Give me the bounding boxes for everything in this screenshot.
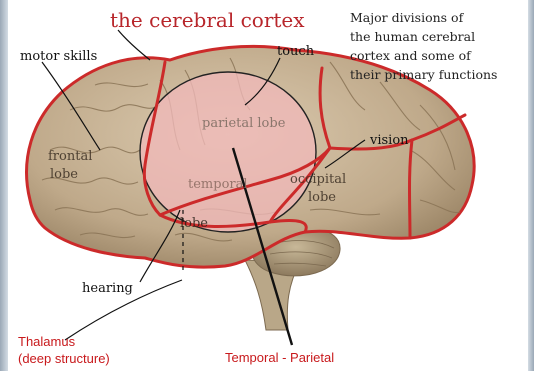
label-parietal: parietal lobe bbox=[202, 116, 286, 131]
caption: Major divisions of the human cerebral co… bbox=[350, 10, 497, 82]
label-touch: touch bbox=[277, 44, 315, 59]
label-vision: vision bbox=[369, 133, 409, 148]
label-occipital-line-2: lobe bbox=[308, 190, 336, 205]
label-temporal-lobe: lobe bbox=[180, 216, 208, 231]
diagram-title: the cerebral cortex bbox=[110, 8, 305, 32]
caption-line-1: Major divisions of bbox=[350, 10, 465, 25]
label-deep-structure: (deep structure) bbox=[18, 351, 110, 366]
temporal-parietal-highlight bbox=[140, 72, 316, 232]
label-occipital-line-1: occipital bbox=[290, 172, 346, 187]
title-leader bbox=[118, 30, 150, 60]
label-hearing: hearing bbox=[82, 281, 133, 296]
caption-line-3: cortex and some of bbox=[350, 48, 472, 63]
label-thalamus: Thalamus bbox=[18, 334, 76, 349]
label-temporal-parietal: Temporal - Parietal bbox=[225, 350, 334, 365]
label-frontal-line-2: lobe bbox=[50, 167, 78, 182]
label-temporal: temporal bbox=[188, 177, 248, 192]
label-motor-skills: motor skills bbox=[20, 49, 97, 64]
caption-line-2: the human cerebral bbox=[350, 29, 475, 44]
label-frontal-line-1: frontal bbox=[48, 149, 92, 164]
caption-line-4: their primary functions bbox=[350, 67, 497, 82]
